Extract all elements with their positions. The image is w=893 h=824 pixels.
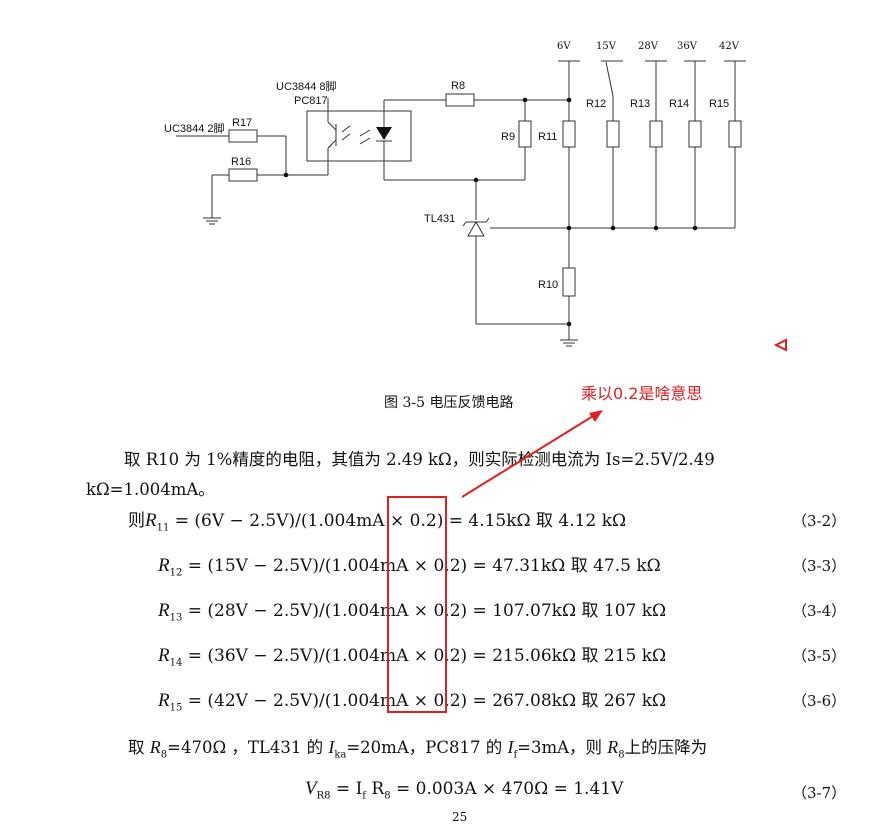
eq-take: 取 107 kΩ bbox=[581, 601, 667, 621]
voltage-15v: 15V bbox=[596, 41, 617, 52]
figure-caption: 图 3-5 电压反馈电路 bbox=[384, 395, 514, 411]
resistor-r8 bbox=[445, 93, 475, 107]
arrow-head-icon bbox=[589, 410, 603, 422]
equation-3-4: R13 = (28V − 2.5V)/(1.004mA × 0.2) = 107… bbox=[158, 600, 667, 624]
eq-res: 107.07kΩ bbox=[492, 601, 577, 621]
tl431-regulator bbox=[467, 220, 485, 237]
resistor-r14 bbox=[688, 120, 702, 148]
annotation-comment: 乘以0.2是啥意思 bbox=[581, 384, 703, 403]
eq-cur: 1.004mA bbox=[331, 601, 409, 621]
resistor-r17 bbox=[228, 129, 258, 143]
equation-3-5: R14 = (36V − 2.5V)/(1.004mA × 0.2) = 215… bbox=[158, 645, 667, 669]
comment-marker-icon[interactable] bbox=[773, 338, 787, 352]
eq-sub: 15 bbox=[169, 702, 183, 714]
label-r9: R9 bbox=[501, 131, 515, 143]
eq-cur: 1.004mA bbox=[307, 511, 385, 531]
equation-number-3-3: （3-3） bbox=[792, 557, 847, 575]
label-pc817: PC817 bbox=[294, 95, 328, 107]
resistor-r12 bbox=[606, 120, 620, 148]
label-r15: R15 bbox=[709, 98, 729, 110]
eq-take: 取 4.12 kΩ bbox=[536, 511, 627, 531]
paragraph1-line1: 取 R10 为 1%精度的电阻，其值为 2.49 kΩ，则实际检测电流为 Is=… bbox=[124, 450, 715, 469]
eq-res: 215.06kΩ bbox=[492, 646, 577, 666]
equation-3-6: R15 = (42V − 2.5V)/(1.004mA × 0.2) = 267… bbox=[158, 690, 667, 714]
eq-ref: 2.5V bbox=[273, 556, 313, 576]
label-r13: R13 bbox=[630, 98, 650, 110]
label-uc3844-pin8: UC3844 8脚 bbox=[276, 79, 337, 93]
equation-number-3-4: （3-4） bbox=[792, 602, 847, 620]
eq-ref: 2.5V bbox=[273, 646, 313, 666]
equation-3-7: VR8 = If R8 = 0.003A × 470Ω = 1.41V bbox=[305, 778, 624, 802]
equation-number-3-7: （3-7） bbox=[792, 784, 847, 802]
label-r16: R16 bbox=[231, 156, 251, 168]
label-r12: R12 bbox=[586, 98, 606, 110]
eq-fac: 0.2 bbox=[433, 556, 461, 576]
resistor-r9 bbox=[518, 120, 532, 148]
eq-fac: 0.2 bbox=[409, 511, 437, 531]
label-r14: R14 bbox=[669, 98, 689, 110]
eq-volt: 15V bbox=[214, 556, 248, 576]
optocoupler-pc817 bbox=[306, 110, 412, 162]
eq-fac: 0.2 bbox=[433, 646, 461, 666]
eq-volt: 28V bbox=[214, 601, 248, 621]
resistor-r11 bbox=[562, 120, 576, 148]
eq-res: 4.15kΩ bbox=[468, 511, 531, 531]
resistor-r13 bbox=[649, 120, 663, 148]
label-r10: R10 bbox=[538, 279, 558, 291]
eq-cur: 1.004mA bbox=[331, 691, 409, 711]
eq-res: 47.31kΩ bbox=[492, 556, 566, 576]
page-number: 25 bbox=[452, 810, 468, 824]
voltage-feedback-circuit: 6V 15V 28V 36V 42V bbox=[164, 41, 787, 352]
equation-3-3: R12 = (15V − 2.5V)/(1.004mA × 0.2) = 47.… bbox=[158, 555, 661, 579]
eq-res: 267.08kΩ bbox=[492, 691, 577, 711]
eq-take: 取 47.5 kΩ bbox=[570, 556, 661, 576]
eq-ref: 2.5V bbox=[249, 511, 289, 531]
eq-sub: 14 bbox=[169, 657, 183, 669]
label-uc3844-pin2: UC3844 2脚 bbox=[164, 121, 225, 135]
label-r8: R8 bbox=[451, 80, 465, 92]
voltage-42v: 42V bbox=[719, 41, 740, 52]
eq-volt: 42V bbox=[214, 691, 248, 711]
eq-volt: 36V bbox=[214, 646, 248, 666]
equation-number-3-2: （3-2） bbox=[792, 512, 847, 530]
eq-prefix: 则 bbox=[128, 511, 145, 531]
equation-number-3-6: （3-6） bbox=[792, 692, 847, 710]
voltage-6v: 6V bbox=[557, 41, 571, 52]
eq-ref: 2.5V bbox=[273, 601, 313, 621]
eq-take: 取 267 kΩ bbox=[581, 691, 667, 711]
eq-sub: 11 bbox=[156, 522, 170, 534]
resistor-r10 bbox=[562, 267, 576, 297]
resistor-r15 bbox=[728, 120, 742, 148]
voltage-28v: 28V bbox=[638, 41, 659, 52]
paragraph-current-detection: 取 R10 为 1%精度的电阻，其值为 2.49 kΩ，则实际检测电流为 Is=… bbox=[86, 445, 806, 505]
label-r11: R11 bbox=[538, 131, 557, 143]
eq-fac: 0.2 bbox=[433, 691, 461, 711]
equation-number-3-5: （3-5） bbox=[792, 647, 847, 665]
eq-take: 取 215 kΩ bbox=[581, 646, 667, 666]
eq-sub: 13 bbox=[169, 612, 183, 624]
eq-volt: 6V bbox=[201, 511, 225, 531]
voltage-36v: 36V bbox=[677, 41, 698, 52]
paragraph-r8-voltage: 取 R8=470Ω ，TL431 的 Ika=20mA，PC817 的 If=3… bbox=[128, 737, 708, 761]
eq-sub: 12 bbox=[169, 567, 183, 579]
equation-3-2: 则R11 = (6V − 2.5V)/(1.004mA × 0.2) = 4.1… bbox=[128, 510, 627, 534]
label-tl431: TL431 bbox=[424, 213, 455, 225]
eq-cur: 1.004mA bbox=[331, 646, 409, 666]
supply-terminals: 6V 15V 28V 36V 42V bbox=[557, 41, 746, 62]
eq-cur: 1.004mA bbox=[331, 556, 409, 576]
eq-ref: 2.5V bbox=[273, 691, 313, 711]
resistor-r16 bbox=[228, 168, 258, 182]
eq-fac: 0.2 bbox=[433, 601, 461, 621]
label-r17: R17 bbox=[232, 117, 252, 129]
paragraph1-line2: kΩ=1.004mA。 bbox=[86, 480, 215, 499]
